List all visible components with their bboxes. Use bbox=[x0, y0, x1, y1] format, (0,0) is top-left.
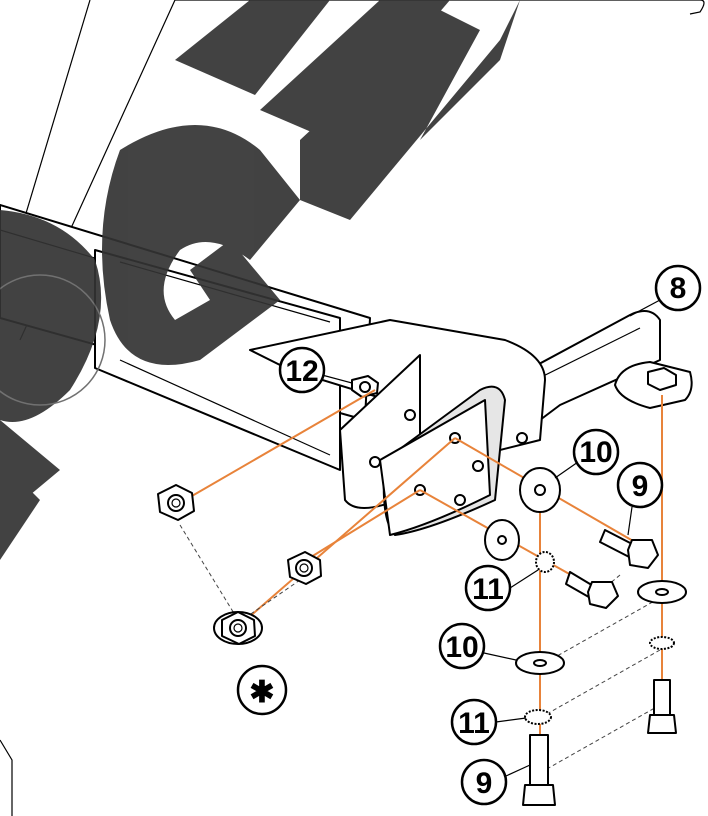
callout-8-label: 8 bbox=[670, 272, 687, 305]
callout-asterisk: ✱ bbox=[236, 664, 288, 716]
washer-part-10-left bbox=[484, 519, 520, 561]
callout-12: 12 bbox=[278, 346, 353, 394]
callout-11-lower-label: 11 bbox=[458, 707, 490, 740]
flange-nut-lower bbox=[213, 611, 263, 645]
callout-9-lower-label: 9 bbox=[476, 767, 493, 800]
lock-washer-part-11-right bbox=[649, 636, 675, 650]
callout-10-lower: 10 bbox=[438, 622, 517, 670]
nut-part-12 bbox=[351, 375, 379, 398]
callout-9-upper-label: 9 bbox=[632, 470, 649, 503]
bolt-part-9-upper bbox=[599, 529, 659, 569]
callout-12-label: 12 bbox=[285, 355, 318, 388]
washer-part-10-lower bbox=[515, 651, 565, 675]
flange-nut-middle bbox=[287, 551, 322, 585]
mounting-bracket bbox=[249, 319, 546, 536]
lock-washer-part-11-upper bbox=[535, 551, 555, 573]
callout-9-upper: 9 bbox=[616, 461, 664, 536]
callout-10-upper-label: 10 bbox=[579, 436, 612, 469]
left-edge-line bbox=[0, 739, 13, 816]
callout-11-upper: 11 bbox=[464, 564, 539, 612]
callout-10-upper: 10 bbox=[554, 428, 620, 479]
bolt-part-9-lower bbox=[522, 734, 556, 806]
bolt-part-9-middle bbox=[565, 571, 619, 609]
dashed-hint-lines bbox=[179, 524, 666, 771]
flange-nut-upper bbox=[157, 484, 195, 521]
callout-11-lower: 11 bbox=[450, 698, 527, 746]
washer-part-10-upper bbox=[519, 467, 561, 513]
callout-asterisk-label: ✱ bbox=[249, 676, 274, 709]
bolt-part-9-right bbox=[647, 679, 677, 734]
washer-part-10-right bbox=[637, 580, 687, 604]
callout-8: 8 bbox=[629, 264, 702, 317]
lock-washer-part-11-lower bbox=[524, 709, 552, 725]
callout-10-lower-label: 10 bbox=[445, 631, 478, 664]
callout-9-lower: 9 bbox=[460, 758, 531, 806]
callout-11-upper-label: 11 bbox=[472, 573, 504, 606]
original-watermark bbox=[0, 0, 520, 560]
